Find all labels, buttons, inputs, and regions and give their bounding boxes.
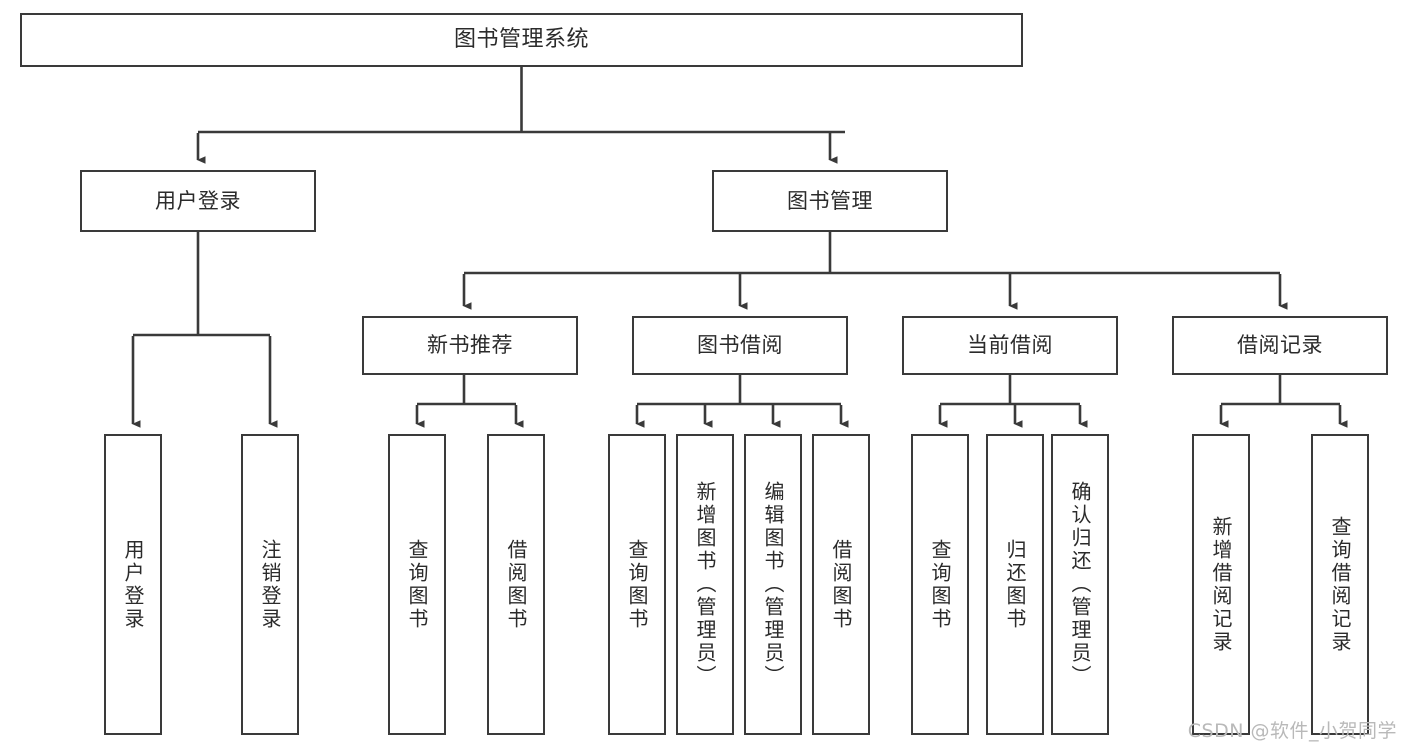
edge-root-split bbox=[196, 67, 845, 164]
node-current-borrow[interactable]: 当前借阅 bbox=[902, 316, 1118, 375]
node-root-label: 图书管理系统 bbox=[453, 27, 589, 53]
connector-group bbox=[131, 67, 1348, 428]
node-leaf-user-login-label: 用户登录 bbox=[121, 538, 145, 631]
node-leaf-edit-book-admin[interactable]: 编辑图书（管理员） bbox=[744, 434, 802, 735]
node-user-login-label: 用户登录 bbox=[155, 188, 241, 213]
node-leaf-query-book-3[interactable]: 查询图书 bbox=[911, 434, 969, 735]
edge-recommend-split bbox=[415, 375, 524, 428]
node-user-login[interactable]: 用户登录 bbox=[80, 170, 316, 232]
node-leaf-confirm-return-admin[interactable]: 确认归还（管理员） bbox=[1051, 434, 1109, 735]
edge-book-manage-split bbox=[462, 232, 1288, 310]
node-leaf-borrow-book-1[interactable]: 借阅图书 bbox=[487, 434, 545, 735]
node-leaf-borrow-book-1-label: 借阅图书 bbox=[504, 538, 528, 631]
edge-borrow-split bbox=[635, 375, 849, 428]
node-leaf-add-borrow-record-label: 新增借阅记录 bbox=[1209, 515, 1233, 654]
node-leaf-return-book-label: 归还图书 bbox=[1003, 538, 1027, 631]
node-root[interactable]: 图书管理系统 bbox=[20, 13, 1023, 67]
node-leaf-add-borrow-record[interactable]: 新增借阅记录 bbox=[1192, 434, 1250, 735]
node-leaf-add-book-admin[interactable]: 新增图书（管理员） bbox=[676, 434, 734, 735]
node-new-book-recommend[interactable]: 新书推荐 bbox=[362, 316, 578, 375]
node-book-borrow-label: 图书借阅 bbox=[697, 333, 783, 358]
edge-current-split bbox=[938, 375, 1088, 428]
node-book-manage-label: 图书管理 bbox=[787, 188, 873, 213]
node-leaf-edit-book-admin-label: 编辑图书（管理员） bbox=[761, 481, 785, 688]
watermark: CSDN @软件_小贺同学 bbox=[1187, 720, 1397, 742]
node-book-manage[interactable]: 图书管理 bbox=[712, 170, 948, 232]
node-leaf-confirm-return-admin-label: 确认归还（管理员） bbox=[1068, 481, 1092, 688]
node-leaf-user-login[interactable]: 用户登录 bbox=[104, 434, 162, 735]
edge-record-split bbox=[1219, 375, 1348, 428]
node-borrow-record[interactable]: 借阅记录 bbox=[1172, 316, 1388, 375]
node-leaf-borrow-book-2[interactable]: 借阅图书 bbox=[812, 434, 870, 735]
node-leaf-query-borrow-record[interactable]: 查询借阅记录 bbox=[1311, 434, 1369, 735]
node-leaf-query-book-2[interactable]: 查询图书 bbox=[608, 434, 666, 735]
node-leaf-borrow-book-2-label: 借阅图书 bbox=[829, 538, 853, 631]
node-leaf-add-book-admin-label: 新增图书（管理员） bbox=[693, 481, 717, 688]
node-leaf-query-book-1[interactable]: 查询图书 bbox=[388, 434, 446, 735]
node-leaf-logout[interactable]: 注销登录 bbox=[241, 434, 299, 735]
node-borrow-record-label: 借阅记录 bbox=[1237, 333, 1323, 358]
node-leaf-query-borrow-record-label: 查询借阅记录 bbox=[1328, 515, 1352, 654]
edge-user-login-split bbox=[131, 232, 278, 428]
node-leaf-query-book-2-label: 查询图书 bbox=[625, 538, 649, 631]
node-leaf-query-book-3-label: 查询图书 bbox=[928, 538, 952, 631]
node-book-borrow[interactable]: 图书借阅 bbox=[632, 316, 848, 375]
node-leaf-logout-label: 注销登录 bbox=[258, 538, 282, 631]
node-leaf-query-book-1-label: 查询图书 bbox=[405, 538, 429, 631]
node-new-book-recommend-label: 新书推荐 bbox=[427, 333, 513, 358]
node-leaf-return-book[interactable]: 归还图书 bbox=[986, 434, 1044, 735]
node-current-borrow-label: 当前借阅 bbox=[967, 333, 1053, 358]
